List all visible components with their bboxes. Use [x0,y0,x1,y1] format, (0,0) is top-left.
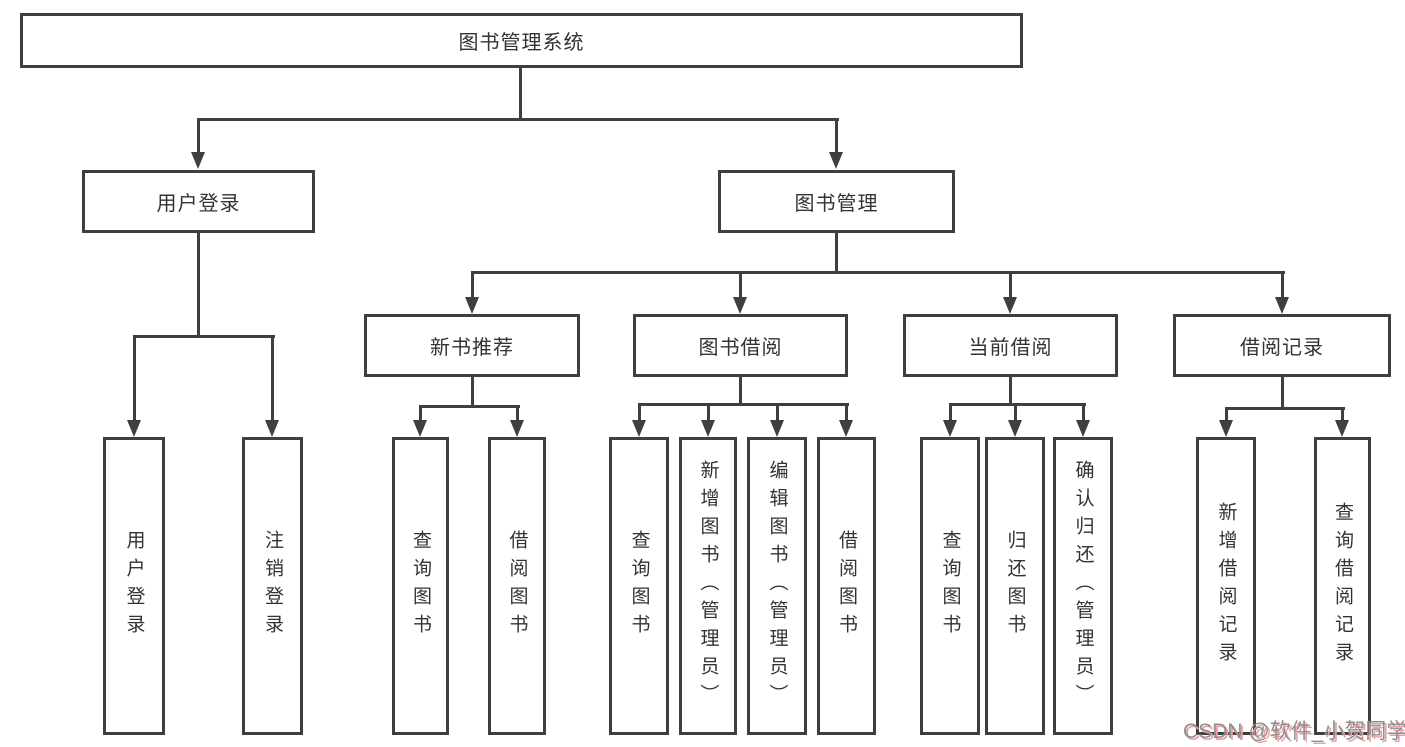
arrowhead-down-icon [829,152,843,169]
arrowhead-down-icon [127,420,141,437]
connector-line [197,118,200,156]
arrowhead-down-icon [1003,297,1017,314]
connector-line [638,403,849,406]
connector-line [1225,407,1228,421]
leaf-query-books-newbook: 查询图书 [392,437,449,735]
arrowhead-down-icon [1335,420,1349,437]
leaf-add-borrow-record: 新增借阅记录 [1196,437,1256,735]
connector-line [1082,403,1085,421]
connector-line [739,377,742,406]
node-user-login: 用户登录 [82,170,315,233]
connector-line [949,403,1086,406]
connector-line [1281,377,1284,410]
connector-line [519,68,522,121]
connector-line [739,271,742,299]
arrowhead-down-icon [943,420,957,437]
arrowhead-down-icon [632,420,646,437]
leaf-query-books-borrow: 查询图书 [609,437,669,735]
arrowhead-down-icon [770,420,784,437]
connector-line [776,403,779,421]
connector-line [133,335,136,421]
node-book-management: 图书管理 [718,170,955,233]
arrowhead-down-icon [1219,420,1233,437]
arrowhead-down-icon [413,420,427,437]
connector-line [638,403,641,421]
node-book-borrowing: 图书借阅 [633,314,848,377]
connector-line [419,405,520,408]
arrowhead-down-icon [191,152,205,169]
connector-line [707,403,710,421]
connector-line [1341,407,1344,421]
connector-line [1014,403,1017,421]
arrowhead-down-icon [701,420,715,437]
connector-line [1009,271,1012,299]
arrowhead-down-icon [1008,420,1022,437]
connector-line [1281,271,1284,299]
node-new-book-recommend: 新书推荐 [364,314,580,377]
connector-line [1225,407,1345,410]
leaf-confirm-return-admin: 确认归还（管理员） [1053,437,1113,735]
arrowhead-down-icon [1275,297,1289,314]
connector-line [271,335,274,421]
arrowhead-down-icon [465,297,479,314]
leaf-borrow-books-newbook: 借阅图书 [488,437,546,735]
leaf-query-books-current: 查询图书 [920,437,980,735]
connector-line [845,403,848,421]
connector-line [197,118,839,121]
leaf-query-borrow-record: 查询借阅记录 [1314,437,1371,735]
connector-line [516,405,519,421]
arrowhead-down-icon [510,420,524,437]
connector-line [471,271,1285,274]
connector-line [197,233,200,338]
leaf-return-book: 归还图书 [985,437,1045,735]
leaf-add-book-admin: 新增图书（管理员） [679,437,737,735]
connector-line [1009,377,1012,406]
connector-line [133,335,275,338]
node-borrowing-records: 借阅记录 [1173,314,1391,377]
arrowhead-down-icon [733,297,747,314]
connector-line [471,377,474,408]
leaf-logout: 注销登录 [242,437,303,735]
arrowhead-down-icon [839,420,853,437]
node-root: 图书管理系统 [20,13,1023,68]
node-current-borrowing: 当前借阅 [903,314,1118,377]
leaf-borrow-books-borrow: 借阅图书 [817,437,876,735]
arrowhead-down-icon [265,420,279,437]
connector-line [419,405,422,421]
connector-line [835,118,838,156]
arrowhead-down-icon [1076,420,1090,437]
leaf-user-login: 用户登录 [103,437,165,735]
csdn-watermark: CSDN @软件_小贺同学 [1183,720,1405,743]
connector-line [949,403,952,421]
leaf-edit-book-admin: 编辑图书（管理员） [747,437,807,735]
connector-line [835,233,838,274]
connector-line [471,271,474,299]
